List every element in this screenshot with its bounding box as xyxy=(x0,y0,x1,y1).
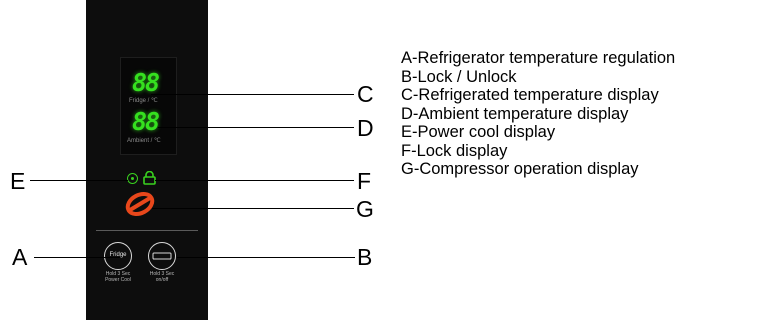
callout-line-b xyxy=(177,257,355,258)
callout-letter-g: G xyxy=(356,196,374,222)
control-panel: 88 Fridge / ℃ 88 Ambient / ℃ Fridge Hold… xyxy=(86,0,208,320)
fridge-temperature-label: Fridge / ℃ xyxy=(129,98,158,104)
callout-letter-e: E xyxy=(10,168,26,194)
callout-letter-f: F xyxy=(357,168,372,194)
callout-letter-c: C xyxy=(357,81,374,107)
callout-line-f xyxy=(155,180,354,181)
lock-indicator-icon xyxy=(143,171,156,185)
callout-line-c xyxy=(151,94,354,95)
power-cool-indicator-icon xyxy=(127,173,138,184)
compressor-indicator-icon xyxy=(125,191,155,217)
legend: A-Refrigerator temperature regulation B-… xyxy=(401,49,675,179)
display-window: 88 Fridge / ℃ 88 Ambient / ℃ xyxy=(120,57,177,155)
fridge-button-caption: Hold 3 Sec Power Cool xyxy=(105,271,131,283)
legend-item-e: E-Power cool display xyxy=(401,123,556,141)
callout-line-d xyxy=(158,127,354,128)
lock-button-icon xyxy=(152,252,172,260)
ambient-temperature-label: Ambient / ℃ xyxy=(127,138,161,144)
lock-button[interactable] xyxy=(148,242,176,270)
callout-letter-d: D xyxy=(357,115,374,141)
legend-item-g: G-Compressor operation display xyxy=(401,160,639,178)
callout-letter-b: B xyxy=(357,244,373,270)
lock-button-caption: Hold 3 Sec on/off xyxy=(149,271,175,283)
callout-line-e xyxy=(30,180,128,181)
callout-line-a xyxy=(34,257,120,258)
legend-item-b: B-Lock / Unlock xyxy=(401,67,517,86)
legend-item-a: A-Refrigerator temperature regulation xyxy=(401,49,676,67)
callout-letter-a: A xyxy=(12,244,28,270)
fridge-temperature-digits: 88 xyxy=(132,68,160,97)
panel-divider xyxy=(96,230,198,231)
legend-item-d: D-Ambient temperature display xyxy=(401,104,629,123)
ambient-temperature-digits: 88 xyxy=(132,107,160,136)
legend-item-c: C-Refrigerated temperature display xyxy=(401,86,659,104)
fridge-button[interactable]: Fridge xyxy=(104,242,132,270)
legend-item-f: F-Lock display xyxy=(401,141,508,160)
callout-line-g xyxy=(152,208,354,209)
